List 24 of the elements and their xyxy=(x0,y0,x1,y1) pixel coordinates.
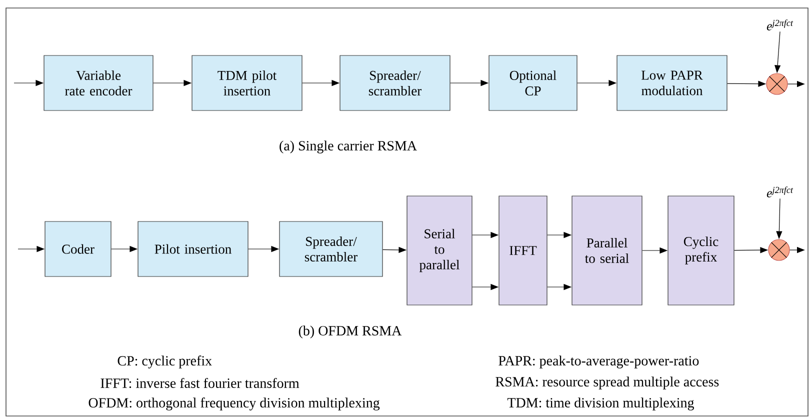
caption: (a) Single carrier RSMA xyxy=(280,140,417,154)
process-box: Coder xyxy=(44,221,112,277)
mixer-symbol xyxy=(766,73,788,95)
process-box: Pilot insertion xyxy=(138,221,248,277)
process-box: Cyclic prefix xyxy=(668,196,734,306)
abbreviation-note: TDM: time division multiplexing xyxy=(507,398,694,410)
process-box: Optional CP xyxy=(488,55,578,111)
process-box: Variable rate encoder xyxy=(44,55,154,111)
process-box: Serial to parallel xyxy=(406,196,472,306)
abbreviation-note: PAPR: peak-to-average-power-ratio xyxy=(498,356,699,368)
process-box: Parallel to serial xyxy=(572,196,642,306)
exponential-label: e$^{j2πfct}$ xyxy=(766,20,794,30)
abbreviation-note: IFFT: inverse fast fourier transform xyxy=(100,378,300,388)
caption: (b) OFDM RSMA xyxy=(298,326,402,338)
mixer-symbol xyxy=(768,239,790,261)
process-box: TDM pilot insertion xyxy=(192,55,302,111)
abbreviation-note: OFDM: orthogonal frequency division multiplexing xyxy=(88,398,380,410)
process-box: Spreader/ scrambler xyxy=(279,221,383,277)
abbreviation-note: RSMA: resource spread multiple access xyxy=(496,376,719,390)
exponential-label: e$^{j2πfct}$ xyxy=(766,186,794,198)
process-box: Spreader/ scrambler xyxy=(340,55,450,111)
process-box: Low PAPR modulation xyxy=(616,55,728,111)
process-box: IFFT xyxy=(498,196,548,306)
abbreviation-note: CP: cyclic prefix xyxy=(118,356,212,368)
